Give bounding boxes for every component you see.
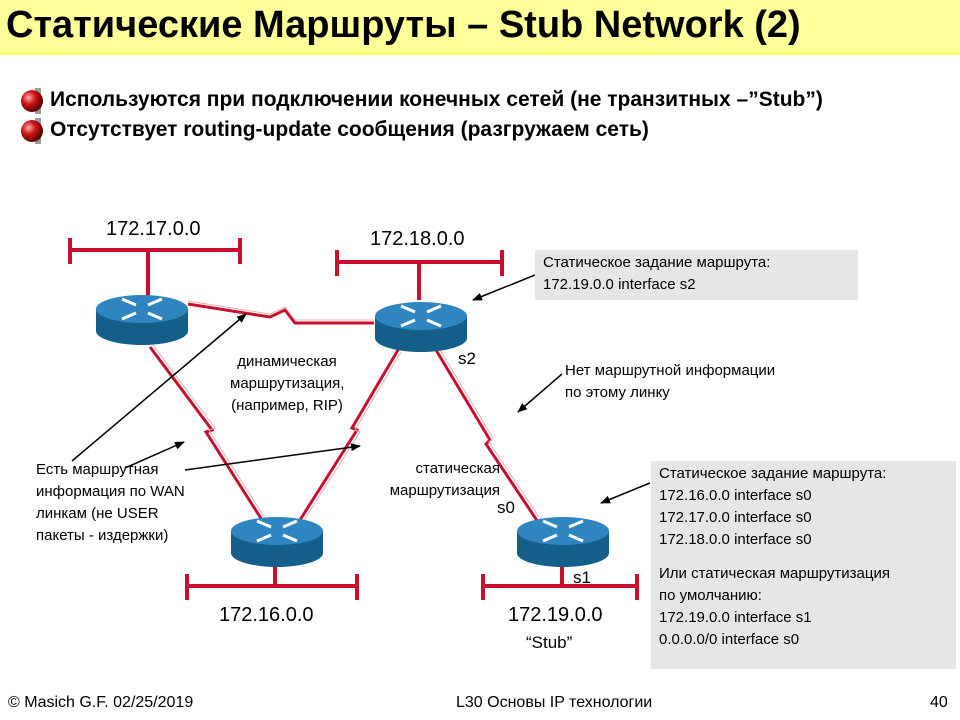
router-icon	[96, 295, 188, 345]
arrow-wan-info-3	[184, 443, 361, 471]
router-icon	[517, 517, 609, 567]
network-label-172-16: 172.16.0.0	[219, 604, 314, 626]
bullet-text-2: Отсутствует routing-update сообщения (ра…	[50, 118, 649, 141]
static-route-box-bottom: Статическое задание маршрута: 172.16.0.0…	[651, 461, 956, 669]
stub-label: “Stub”	[526, 633, 573, 652]
router-icon	[375, 302, 467, 352]
title-bar	[0, 0, 960, 52]
bullet-text-1: Используются при подключении конечных се…	[50, 88, 823, 111]
arrow-top-box	[472, 274, 536, 301]
wan-link-r2-r4	[434, 349, 540, 523]
arrow-bottom-box	[600, 482, 651, 504]
network-label-172-19: 172.19.0.0	[508, 604, 603, 626]
wan-link-r1-r2	[187, 302, 374, 325]
network-label-172-17: 172.17.0.0	[106, 218, 201, 240]
static-route-box-top: Статическое задание маршрута:172.19.0.0 …	[535, 250, 858, 300]
interface-s0: s0	[497, 498, 515, 517]
bullet-ball-icon	[21, 118, 43, 144]
arrow-wan-info-2	[124, 441, 185, 469]
router-icon	[231, 517, 323, 567]
network-label-172-18: 172.18.0.0	[370, 228, 465, 250]
footer-course: L30 Основы IP технологии	[456, 694, 653, 711]
footer-copyright: © Masich G.F. 02/25/2019	[8, 694, 194, 711]
lan-segment-172-17	[68, 238, 242, 296]
interface-s1: s1	[573, 568, 591, 587]
bullet-ball-icon	[21, 88, 43, 114]
page-number: 40	[930, 694, 948, 711]
lan-segment-172-18	[335, 250, 504, 300]
interface-s2: s2	[458, 349, 476, 368]
title-underline	[0, 52, 960, 55]
wan-link-r1-r3	[148, 346, 264, 521]
arrow-no-route	[517, 373, 563, 413]
wan-link-r3-r2	[298, 349, 400, 521]
page-title: Статические Маршруты – Stub Network (2)	[6, 4, 801, 46]
arrow-wan-info-1	[71, 313, 247, 462]
